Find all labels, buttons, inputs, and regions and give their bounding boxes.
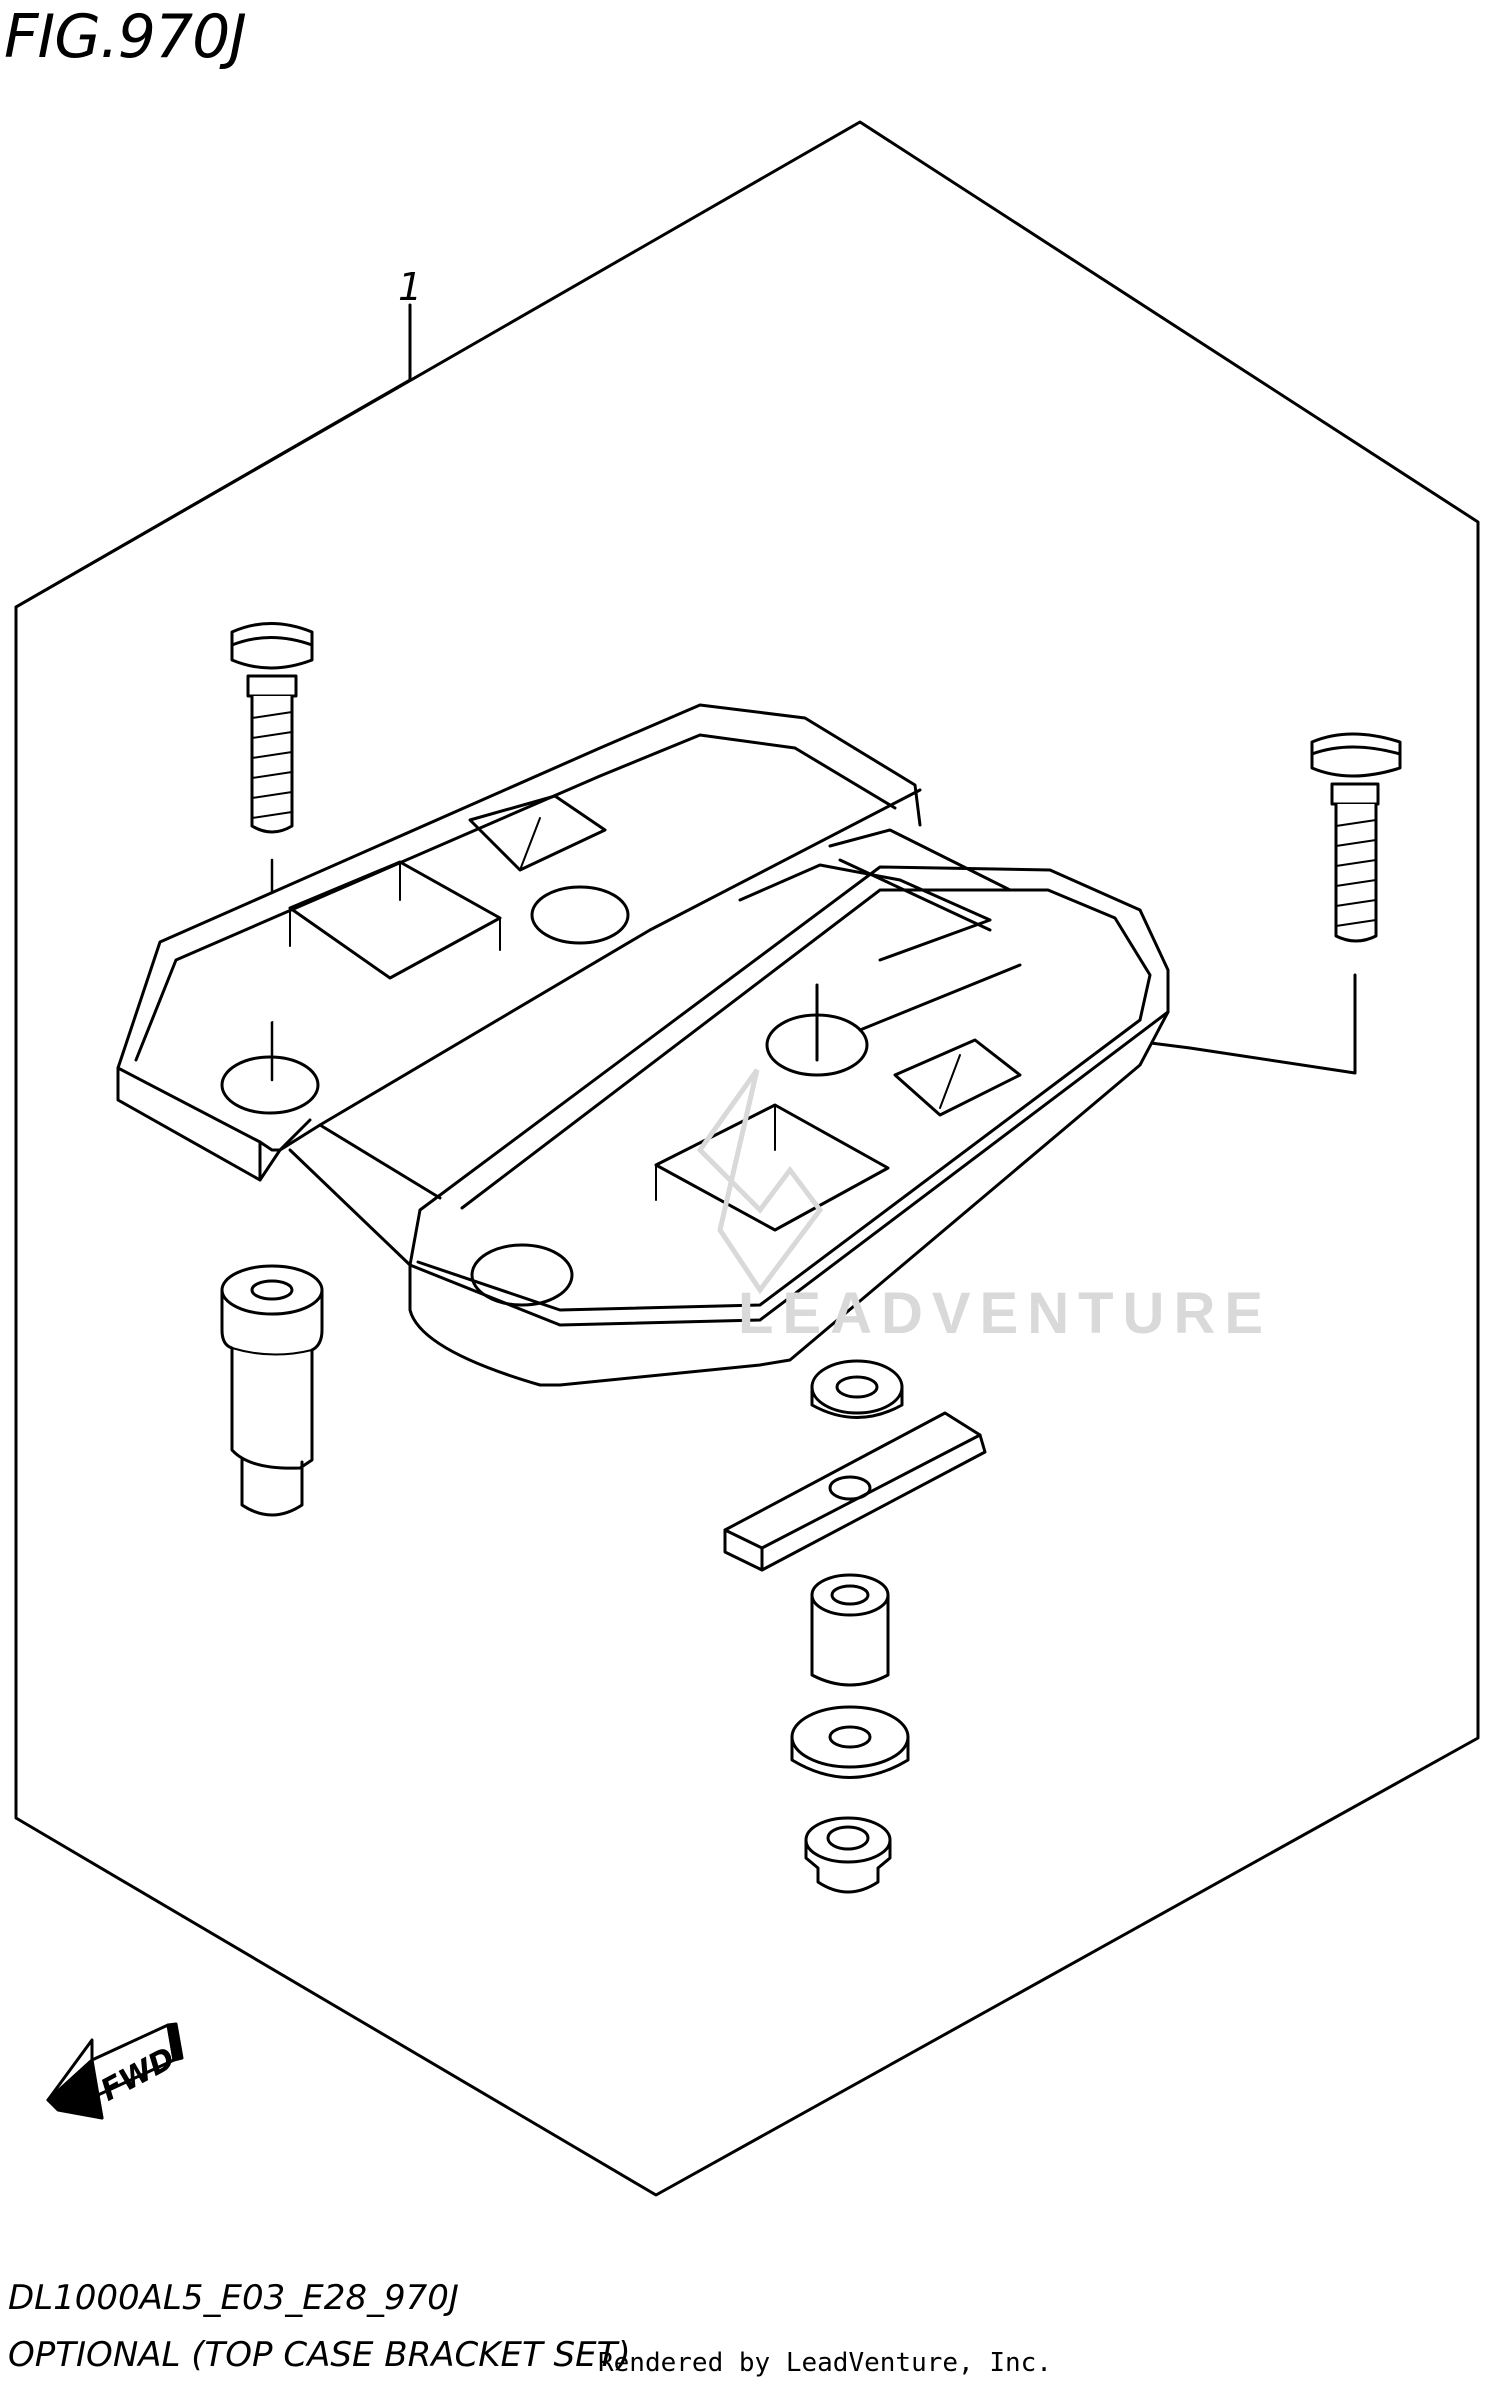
bracket-main-plate	[116, 703, 922, 1182]
left-spacer-collar	[220, 1264, 324, 1517]
watermark-text: LEADVENTURE	[738, 1281, 1272, 1346]
large-washer	[790, 1705, 910, 1779]
right-bolt	[1310, 732, 1402, 943]
callout-leader	[14, 303, 412, 609]
fwd-arrow-icon	[46, 2022, 184, 2120]
upper-washer	[810, 1359, 904, 1419]
nut-plate	[723, 1411, 987, 1572]
rendered-by-credit: Rendered by LeadVenture, Inc.	[598, 2348, 1052, 2378]
lower-spacer	[810, 1573, 890, 1687]
figure-title: FIG.970J	[4, 2, 247, 72]
diagram-code: DL1000AL5_E03_E28_970J	[8, 2278, 459, 2318]
diagram-caption: OPTIONAL (TOP CASE BRACKET SET)	[8, 2335, 631, 2375]
watermark: LEADVENTURE	[696, 1068, 1272, 1346]
bracket-upper-plate	[288, 828, 1170, 1387]
callout-label: 1	[398, 265, 422, 309]
flange-nut	[804, 1816, 892, 1894]
left-bolt	[230, 622, 314, 834]
